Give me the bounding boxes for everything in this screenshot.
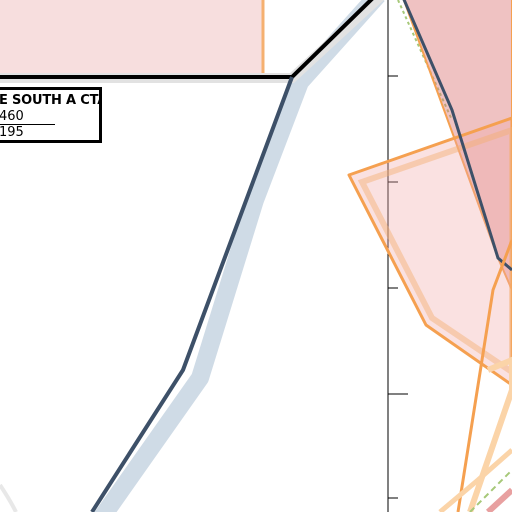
green-dashed-line — [397, 0, 453, 121]
orange-road-line — [456, 239, 512, 512]
parcel-top-left — [0, 0, 265, 77]
parcel-orange-diamond — [347, 116, 512, 387]
light-orange-band — [467, 356, 512, 512]
census-tract-title: E SOUTH A CTA — [0, 93, 102, 108]
parcel-orange-diamond-inner — [357, 126, 512, 376]
faint-curve — [0, 483, 18, 512]
census-tract-label[interactable]: E SOUTH A CTA 460 195 — [0, 87, 102, 143]
pink-line-bottom — [485, 487, 512, 512]
district-boundary-right — [402, 0, 512, 272]
ruler-ticks — [388, 75, 408, 499]
district-boundary-line — [90, 76, 294, 512]
census-tract-divider — [0, 124, 55, 125]
census-tract-bottom-value: 195 — [0, 125, 24, 140]
census-tract-top-value: 460 — [0, 109, 24, 124]
light-orange-band-bottom — [438, 448, 512, 512]
